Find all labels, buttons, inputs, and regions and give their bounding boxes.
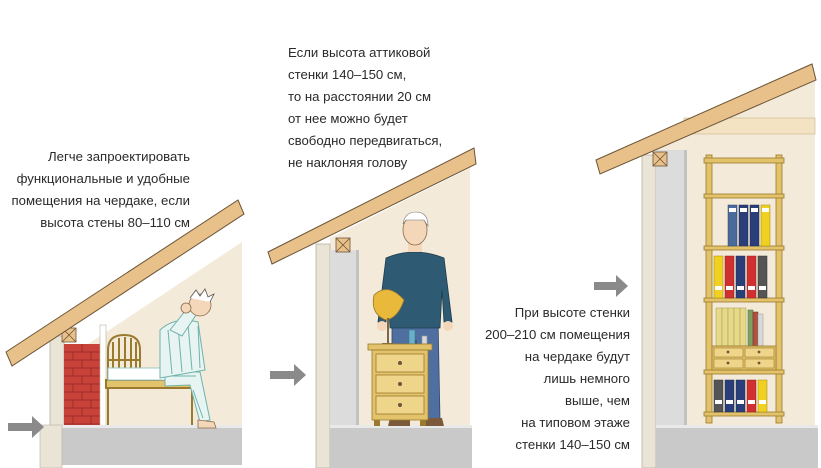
floor-low: [60, 425, 242, 465]
panel-high-wall: [594, 63, 818, 468]
floor-high: [656, 425, 818, 468]
arrow-right-icon: [270, 364, 306, 386]
caption-low-wall: Легче запроектировать функциональные и у…: [11, 149, 190, 230]
outer-wall-low: [49, 335, 65, 429]
caption-high-wall: При высоте стенки 200–210 см помещения н…: [484, 305, 630, 452]
beam-block-high: [652, 151, 668, 167]
caption-mid-wall: Если высота аттиковой стенки 140–150 см,…: [288, 45, 443, 170]
beam-block-mid: [335, 237, 351, 253]
roof-mid: [267, 147, 477, 265]
outer-wall-mid: [315, 243, 331, 468]
panel-low-wall: [5, 199, 245, 468]
outer-wall-high: [641, 154, 657, 468]
brick-wall: [64, 344, 100, 430]
bookshelf-icon: [703, 154, 785, 424]
roof-low: [5, 199, 245, 367]
person-sitting-on-bed-icon: [159, 288, 217, 429]
arrow-right-icon: [594, 275, 628, 297]
arrow-right-icon: [8, 416, 44, 438]
nightstand-icon: [367, 343, 433, 426]
panel-mid-wall: [267, 147, 477, 468]
floor-mid: [330, 425, 472, 468]
bed-icon: [105, 333, 195, 425]
roof-high: [595, 63, 817, 175]
